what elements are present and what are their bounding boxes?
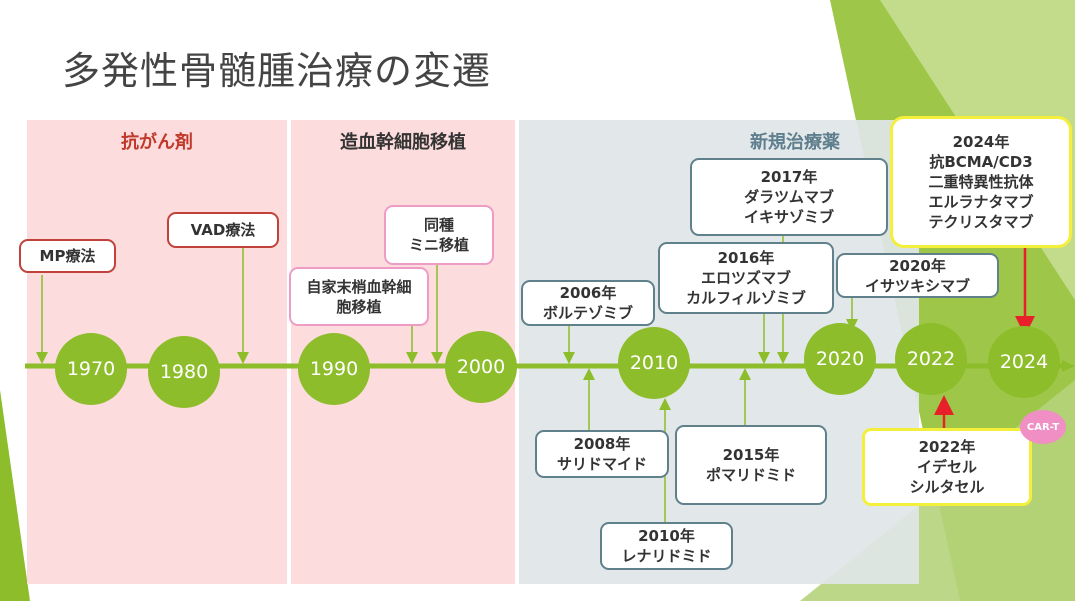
band-label-chemo: 抗がん剤 <box>121 132 193 153</box>
event-text: 2008年 <box>573 435 631 453</box>
event-2024: 2024年 抗BCMA/CD3 二重特異性抗体 エルラナタマブ テクリスタマブ <box>890 116 1072 248</box>
year-1990: 1990 <box>298 333 370 405</box>
left-green-wedge <box>0 390 30 601</box>
event-text: ボルテゾミブ <box>542 304 633 322</box>
event-2020: 2020年 イサツキシマブ <box>836 253 999 298</box>
event-text: 胞移植 <box>336 297 382 316</box>
event-2008: 2008年 サリドマイド <box>535 430 669 478</box>
event-vad: VAD療法 <box>167 212 279 248</box>
event-auto-transplant: 自家末梢血幹細 胞移植 <box>289 267 429 326</box>
year-2010: 2010 <box>618 327 690 399</box>
event-2010: 2010年 レナリドミド <box>600 522 733 570</box>
event-2022: 2022年 イデセル シルタセル <box>862 428 1032 506</box>
event-text: ミニ移植 <box>408 236 469 254</box>
year-1970: 1970 <box>55 333 127 405</box>
event-text: イサツキシマブ <box>864 276 970 295</box>
event-mp: MP療法 <box>19 239 116 273</box>
event-text: 抗BCMA/CD3 <box>929 153 1033 171</box>
event-text: 2010年 <box>638 527 695 545</box>
event-text: シルタセル <box>909 478 985 496</box>
event-2006: 2006年 ボルテゾミブ <box>521 280 655 326</box>
event-text: レナリドミド <box>621 547 712 565</box>
year-2022: 2022 <box>895 323 967 395</box>
event-text: 2016年 <box>717 249 775 267</box>
event-text: ポマリドミド <box>705 466 796 484</box>
event-text: 2006年 <box>559 284 617 302</box>
page-title: 多発性骨髄腫治療の変遷 <box>62 49 492 93</box>
event-text: VAD療法 <box>190 221 256 239</box>
event-text: テクリスタマブ <box>928 213 1034 231</box>
event-2017: 2017年 ダラツムマブ イキサゾミブ <box>690 158 888 236</box>
event-text: 同種 <box>423 216 454 234</box>
year-2020: 2020 <box>804 323 876 395</box>
event-text: 2015年 <box>722 446 780 464</box>
year-2024: 2024 <box>988 326 1060 398</box>
event-text: 2017年 <box>760 168 818 186</box>
event-text: 2024年 <box>952 133 1010 151</box>
event-text: エロツズマブ <box>700 269 791 287</box>
event-text: 2020年 <box>889 256 946 275</box>
timeline-arrowhead <box>1062 360 1075 372</box>
band-label-transplant: 造血幹細胞移植 <box>340 132 466 153</box>
event-text: 2022年 <box>918 438 976 456</box>
event-2016: 2016年 エロツズマブ カルフィルゾミブ <box>658 242 834 314</box>
event-text: ダラツムマブ <box>744 188 834 206</box>
event-text: イデセル <box>916 458 977 476</box>
event-text: MP療法 <box>39 247 96 265</box>
event-text: サリドマイド <box>556 455 647 473</box>
event-text: カルフィルゾミブ <box>686 289 806 307</box>
event-text: エルラナタマブ <box>928 193 1034 211</box>
event-text: 二重特異性抗体 <box>928 173 1034 191</box>
year-1980: 1980 <box>148 336 220 408</box>
event-text: イキサゾミブ <box>743 208 834 226</box>
car-t-badge: CAR-T <box>1020 410 1066 444</box>
event-mini-transplant: 同種 ミニ移植 <box>384 205 494 265</box>
event-text: 自家末梢血幹細 <box>306 277 412 296</box>
year-2000: 2000 <box>445 331 517 403</box>
event-2015: 2015年 ポマリドミド <box>675 425 827 505</box>
band-label-novel: 新規治療薬 <box>750 132 840 153</box>
